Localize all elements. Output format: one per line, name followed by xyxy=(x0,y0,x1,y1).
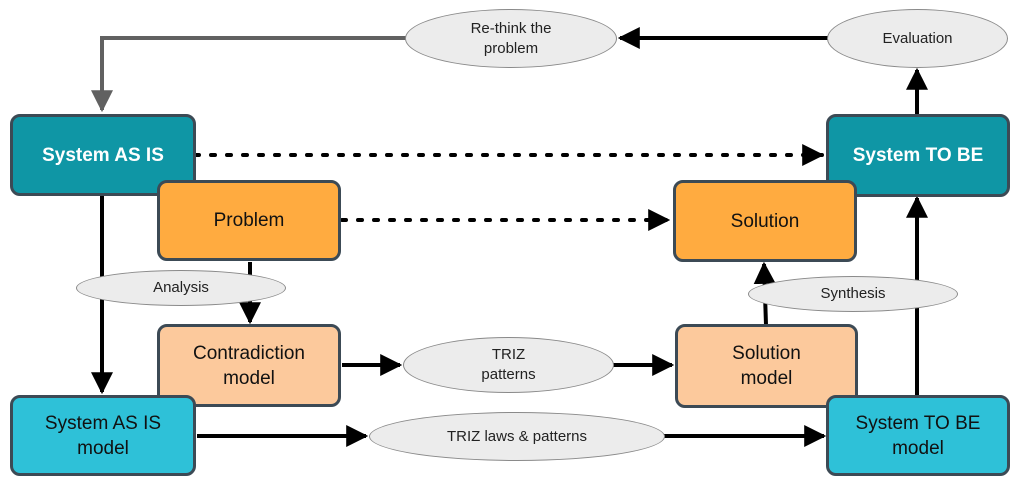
system-to-be-box: System TO BE xyxy=(826,114,1010,197)
triz-patterns-label: TRIZ patterns xyxy=(403,337,614,393)
system-as-is-box: System AS IS xyxy=(10,114,196,196)
system-as-is-model-box: System AS IS model xyxy=(10,395,196,476)
solution-model-box: Solution model xyxy=(675,324,858,408)
contradiction-model-box: Contradiction model xyxy=(157,324,341,407)
triz-laws-patterns-label: TRIZ laws & patterns xyxy=(369,412,665,461)
system-to-be-model-box: System TO BE model xyxy=(826,395,1010,476)
rethink-problem-label: Re-think the problem xyxy=(405,9,617,68)
arrow-rethink-to-system-as-is xyxy=(91,36,406,113)
analysis-label: Analysis xyxy=(76,270,286,306)
evaluation-label: Evaluation xyxy=(827,9,1008,68)
solution-box: Solution xyxy=(673,180,857,262)
synthesis-label: Synthesis xyxy=(748,276,958,312)
problem-box: Problem xyxy=(157,180,341,261)
